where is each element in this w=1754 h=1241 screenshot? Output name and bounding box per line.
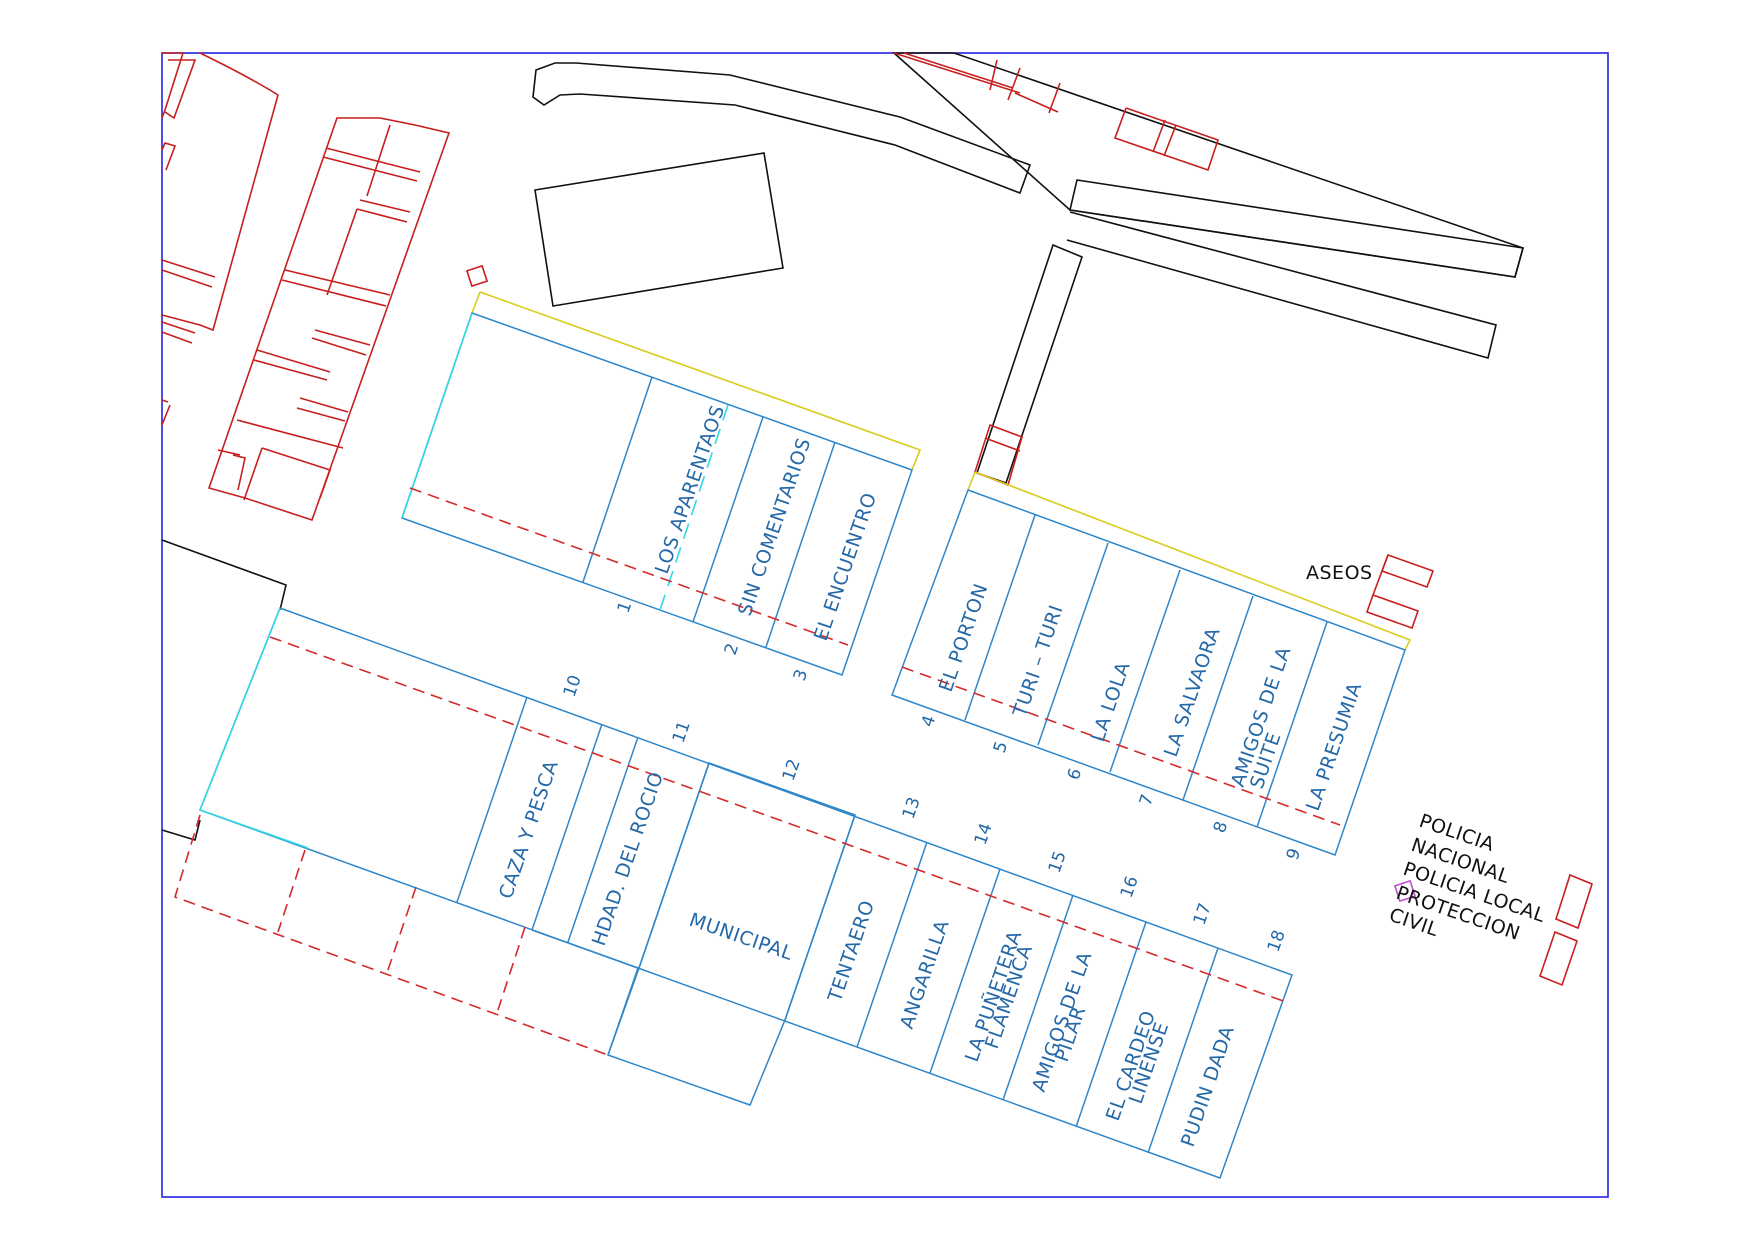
stall-label-2: SIN COMENTARIOS	[734, 435, 816, 619]
police-label: POLICIA NACIONAL POLICIA LOCAL PROTECCIO…	[1386, 810, 1548, 945]
stall-labels: LOS APARENTAOS SIN COMENTARIOS EL ENCUEN…	[495, 402, 1367, 1149]
stall-number: 16	[1117, 874, 1143, 901]
stall-number: 17	[1190, 901, 1216, 928]
drawing-frame	[161, 52, 1609, 1198]
stall-label-6: LA LOLA	[1087, 659, 1135, 745]
aseos-label: ASEOS	[1306, 562, 1373, 584]
stall-number: 1	[614, 599, 636, 616]
stall-number: 14	[971, 821, 997, 848]
stall-label-12: MUNICIPAL	[686, 909, 795, 965]
stall-number: 6	[1064, 766, 1086, 783]
stall-group-10-18	[174, 607, 1293, 1179]
stall-label-4: EL PORTON	[935, 581, 993, 695]
stall-label-13: TENTAERO	[824, 897, 880, 1005]
red-buildings-left	[161, 52, 489, 522]
stall-number: 7	[1136, 792, 1158, 809]
stall-number: 8	[1210, 819, 1232, 836]
stall-number: 10	[560, 673, 586, 700]
stall-number: 18	[1264, 928, 1290, 955]
stall-number: 2	[721, 641, 743, 658]
stall-number: 12	[779, 757, 805, 784]
stall-number: 4	[918, 713, 940, 730]
stall-label-3: EL ENCUENTRO	[810, 490, 881, 644]
stall-label-5: TURI – TURI	[1009, 602, 1068, 721]
stall-group-4-9	[891, 471, 1412, 856]
stall-label-10b: HDAD. DEL ROCIO	[588, 769, 668, 949]
stall-number: 9	[1283, 846, 1305, 863]
stall-number: 11	[669, 719, 695, 746]
red-buildings-right	[893, 52, 1220, 487]
stall-label-14: ANGARILLA	[896, 917, 954, 1032]
stall-group-1-3	[401, 291, 922, 676]
stall-label-7: LA SALVAORA	[1160, 624, 1225, 759]
black-structures	[161, 52, 1525, 842]
aseos-boxes	[1365, 553, 1435, 630]
stall-number: 13	[899, 795, 925, 822]
stall-number: 15	[1045, 849, 1071, 876]
police-boxes	[1393, 873, 1593, 987]
stall-number: 5	[990, 739, 1012, 756]
stall-number: 3	[790, 667, 812, 684]
stall-label-10a: CAZA Y PESCA	[495, 757, 563, 901]
